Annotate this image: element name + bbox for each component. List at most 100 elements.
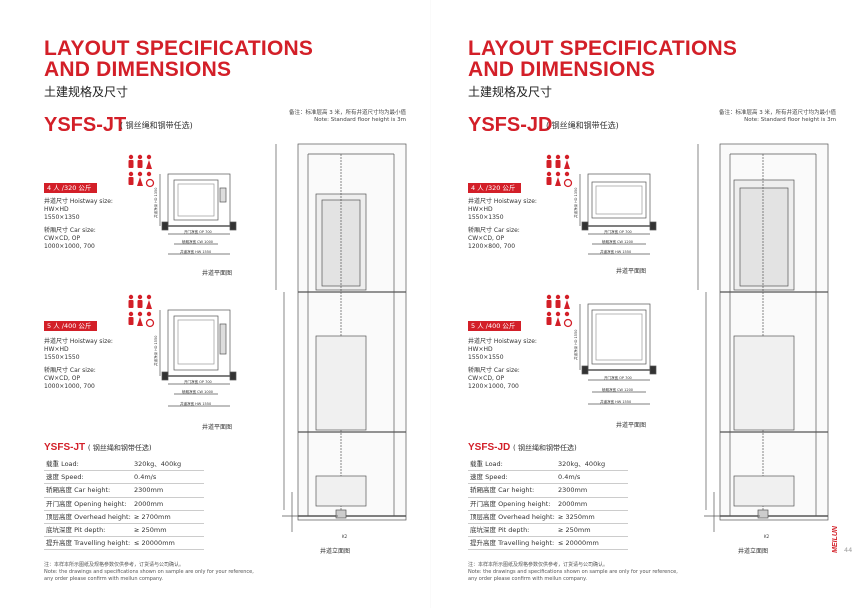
model-note: ( 钢丝绳和钢带任选)	[546, 121, 619, 130]
car-label: 轿厢尺寸 Car size:	[468, 367, 520, 374]
row-value: 2000mm	[134, 499, 164, 508]
row-key: 开门高度 Opening height:	[46, 499, 127, 508]
passenger-icons	[126, 294, 156, 328]
section-heading: LAYOUT SPECIFICATIONS AND DIMENSIONS	[468, 38, 737, 80]
row-key: 载重 Load:	[46, 460, 79, 468]
people-icon	[128, 154, 155, 188]
k2-label: K2	[764, 534, 770, 539]
capacity-badge-5p: 5 人 /400 公斤	[468, 321, 521, 331]
table-row: 载重 Load:320kg、400kg	[468, 458, 628, 472]
hoistway-plan-4p: 开门净宽 OP 700 轿厢净宽 CW 1000 井道净宽 HW 1550 井道…	[153, 173, 237, 255]
plan-caption-5p: 井道平面图	[202, 424, 233, 431]
row-key: 底坑深度 Pit depth:	[470, 525, 530, 534]
car-label: 轿厢尺寸 Car size:	[44, 367, 96, 374]
table-row: 开门高度 Opening height: 2000mm	[468, 498, 628, 511]
row-key: 轿厢高度 Car height:	[46, 486, 111, 495]
hoistway-value: 1550×1550	[44, 354, 80, 361]
spec-block-4p: 井道尺寸 Hoistway size: HW×HD 1550×1350 轿厢尺寸…	[468, 198, 537, 251]
row-value: ≥ 250mm	[134, 525, 167, 534]
row-key: 开门高度 Opening height:	[470, 499, 551, 508]
dim-cw: 轿厢净宽 CW 1200	[602, 387, 633, 392]
heading-line-1: LAYOUT SPECIFICATIONS	[44, 37, 314, 60]
footer-line: any order please confirm with meilun com…	[468, 576, 588, 582]
hoistway-value: 1550×1550	[468, 354, 504, 361]
row-value: ≥ 2700mm	[134, 512, 171, 521]
row-key: 速度 Speed:	[46, 473, 84, 482]
hoistway-elevation: K2	[697, 143, 829, 539]
dim-hd: 井道净深 HD 1550	[573, 330, 578, 360]
table-row: 顶层高度 Overhead height:≥ 3250mm	[468, 511, 628, 524]
passenger-icons	[544, 154, 574, 188]
car-dims: CW×CD, OP	[468, 235, 505, 242]
heading-line-2: AND DIMENSIONS	[44, 58, 232, 81]
table-row: 速度 Speed:0.4m/s	[468, 471, 628, 485]
table-model-note: ( 钢丝绳和钢带任选)	[513, 444, 577, 452]
elevation-caption: 井道立面图	[320, 548, 351, 555]
model-title: YSFS-JD	[468, 114, 553, 136]
table-model: YSFS-JD	[468, 442, 511, 453]
row-key: 顶层高度 Overhead height:	[470, 512, 555, 521]
car-dims: CW×CD, OP	[44, 235, 81, 242]
spec-table: 载重 Load:320kg、400kg 速度 Speed:0.4m/s 轿厢高度…	[468, 458, 628, 551]
row-value: ≥ 250mm	[558, 525, 591, 534]
table-row: 提升高度 Travelling height:≤ 20000mm	[44, 537, 204, 551]
brand-logo: MEILUN	[832, 526, 839, 553]
footer-note: 注：本样本所示图纸及规格参数仅供参考，订货请与公司确认。 Note: the d…	[468, 562, 678, 583]
footer-line: Note: the drawings and specifications sh…	[44, 569, 254, 575]
table-row: 底坑深度 Pit depth: ≥ 250mm	[44, 524, 204, 538]
passenger-icons	[126, 154, 156, 188]
floor-height-note: 备注：标准层高 3 米，所有井道尺寸均为最小值 Note: Standard f…	[270, 110, 406, 124]
hoistway-label: 井道尺寸 Hoistway size:	[44, 198, 113, 205]
floor-height-note: 备注：标准层高 3 米，所有井道尺寸均为最小值 Note: Standard f…	[700, 110, 836, 124]
row-value: ≥ 3250mm	[558, 512, 595, 521]
plan-caption-5p: 井道平面图	[616, 422, 647, 429]
table-row: 载重 Load: 320kg、400kg	[44, 458, 204, 472]
hoistway-label: 井道尺寸 Hoistway size:	[468, 198, 537, 205]
hoistway-plan-5p: 开门净宽 OP 700 轿厢净宽 CW 1200 井道净宽 HW 1550 井道…	[573, 303, 657, 405]
footer-line: 注：本样本所示图纸及规格参数仅供参考，订货请与公司确认。	[44, 562, 185, 568]
row-value: ≤ 20000mm	[558, 539, 599, 548]
row-value: 320kg、400kg	[134, 460, 182, 468]
car-dims: CW×CD, OP	[468, 375, 505, 382]
car-label: 轿厢尺寸 Car size:	[44, 227, 96, 234]
car-value: 1000×1000, 700	[44, 383, 95, 390]
footer-line: any order please confirm with meilun com…	[44, 576, 164, 582]
spec-table-title: YSFS-JD ( 钢丝绳和钢带任选)	[468, 442, 577, 453]
dim-hw: 井道净宽 HW 1550	[180, 401, 211, 406]
model-title: YSFS-JT	[44, 114, 127, 136]
section-subheading: 土建规格及尺寸	[44, 85, 129, 99]
row-key: 底坑深度 Pit depth:	[46, 525, 106, 534]
row-key: 轿厢高度 Car height:	[470, 486, 535, 495]
table-model-note: ( 钢丝绳和钢带任选)	[87, 444, 152, 452]
people-icon	[546, 154, 573, 188]
row-key: 提升高度 Travelling height:	[470, 539, 555, 548]
right-page: LAYOUT SPECIFICATIONS AND DIMENSIONS 土建规…	[430, 0, 860, 608]
hoistway-dims: HW×HD	[468, 206, 493, 213]
car-label: 轿厢尺寸 Car size:	[468, 227, 520, 234]
row-value: 2000mm	[558, 499, 588, 508]
dim-cw: 轿厢净宽 CW 1000	[182, 239, 213, 244]
elevation-caption: 井道立面图	[738, 548, 769, 555]
footer-line: 注：本样本所示图纸及规格参数仅供参考，订货请与公司确认。	[468, 562, 609, 568]
note-cn: 备注：标准层高 3 米，所有井道尺寸均为最小值	[289, 110, 406, 116]
car-value: 1000×1000, 700	[44, 243, 95, 250]
people-icon	[128, 294, 155, 328]
dim-hw: 井道净宽 HW 1550	[180, 249, 211, 254]
passenger-icons	[544, 294, 574, 328]
dim-op: 开门净宽 OP 700	[184, 379, 212, 384]
model-note: ( 钢丝绳和钢带任选)	[120, 121, 193, 130]
hoistway-dims: HW×HD	[468, 346, 493, 353]
footer-note: 注：本样本所示图纸及规格参数仅供参考，订货请与公司确认。 Note: the d…	[44, 562, 254, 583]
table-row: 轿厢高度 Car height:2300mm	[44, 484, 204, 498]
row-value: 0.4m/s	[558, 473, 581, 482]
table-row: 速度 Speed:0.4m/s	[44, 471, 204, 485]
table-model: YSFS-JT	[44, 442, 86, 453]
note-en: Note: Standard floor height is 3m	[314, 117, 406, 123]
row-key: 载重 Load:	[470, 460, 503, 468]
capacity-badge-4p: 4 人 /320 公斤	[468, 183, 521, 193]
spec-table: 载重 Load: 320kg、400kg 速度 Speed:0.4m/s 轿厢高度…	[44, 458, 204, 551]
row-key: 顶层高度 Overhead height:	[46, 512, 131, 521]
section-heading: LAYOUT SPECIFICATIONS AND DIMENSIONS	[44, 38, 313, 80]
people-icon	[546, 294, 573, 328]
plan-caption-4p: 井道平面图	[202, 270, 233, 277]
